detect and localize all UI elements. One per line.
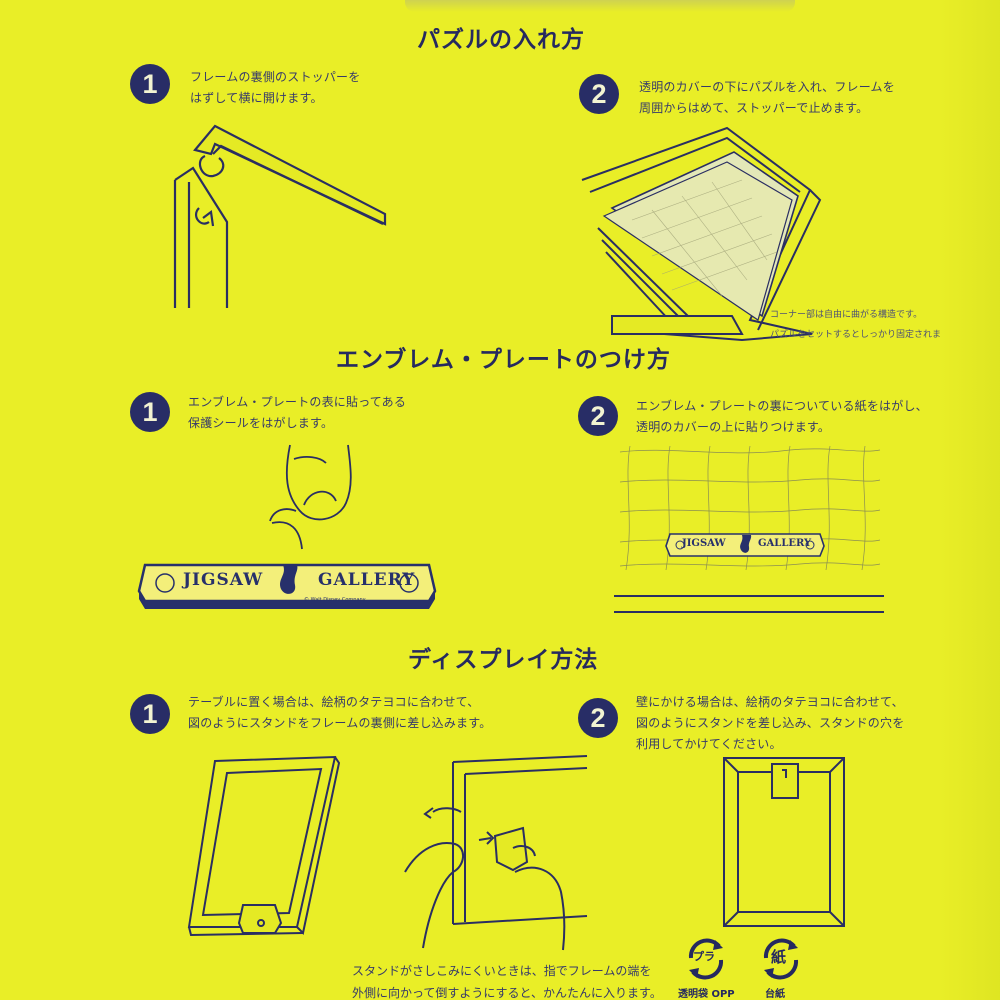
step-number-2: 2 <box>578 698 618 738</box>
section-title-puzzle-insert: パズルの入れ方 <box>417 27 585 53</box>
plate-copyright: © Walt Disney Company <box>304 597 366 603</box>
plate-word-right: GALLERY <box>318 570 416 590</box>
pla-label: 透明袋 OPP <box>678 989 735 1000</box>
emblem-plate <box>137 563 437 609</box>
puzzle-with-plate-illustration <box>614 445 884 613</box>
paper-label: 台紙 <box>765 989 785 1000</box>
fixing-note: パズルをセットするとしっかり固定されま <box>770 330 942 340</box>
step-number-1: 1 <box>130 64 170 104</box>
frame-stopper-illustration <box>173 124 387 308</box>
top-edge-strip <box>405 0 795 12</box>
pla-mark-text: プラ <box>693 950 715 963</box>
wall-hanging-illustration <box>723 757 845 927</box>
step-text: 壁にかける場合は、絵柄のタテヨコに合わせて、 図のようにスタンドを差し込み、スタ… <box>636 695 905 751</box>
corner-note: コーナー部は自由に曲がる構造です。 <box>770 310 923 320</box>
table-stand-illustration <box>187 755 341 937</box>
section-title-display-method: ディスプレイ方法 <box>408 647 599 673</box>
step-number-1: 1 <box>130 694 170 734</box>
paper-recycle-icon <box>763 938 799 980</box>
step-number-2: 2 <box>578 396 618 436</box>
small-plate-word-left: JIGSAW <box>682 538 726 549</box>
section-title-emblem-plate: エンブレム・プレートのつけ方 <box>336 347 671 373</box>
insertion-tip-note: スタンドがさしこみにくいときは、指でフレームの端を 外側に向かって倒すようにする… <box>352 964 662 1000</box>
step-number-1: 1 <box>130 392 170 432</box>
step-text: テーブルに置く場合は、絵柄のタテヨコに合わせて、 図のようにスタンドをフレームの… <box>188 695 492 730</box>
step-text: フレームの裏側のストッパーを はずして横に開けます。 <box>190 70 361 105</box>
step-text: エンブレム・プレートの裏についている紙をはがし、 透明のカバーの上に貼りつけます… <box>636 399 928 434</box>
plate-word-left: JIGSAW <box>183 570 264 590</box>
puzzle-insert-illustration <box>581 126 822 342</box>
small-plate-word-right: GALLERY <box>758 538 812 549</box>
finger-peeling-illustration <box>269 444 352 550</box>
paper-mark-text: 紙 <box>771 948 787 966</box>
step-text: 透明のカバーの下にパズルを入れ、フレームを 周囲からはめて、ストッパーで止めます… <box>639 80 895 115</box>
hands-inserting-stand-illustration <box>404 755 588 951</box>
right-edge-shadow <box>940 0 1000 1000</box>
pla-recycle-icon <box>688 938 724 980</box>
step-text: エンブレム・プレートの表に貼ってある 保護シールをはがします。 <box>188 395 407 430</box>
step-number-2: 2 <box>579 74 619 114</box>
